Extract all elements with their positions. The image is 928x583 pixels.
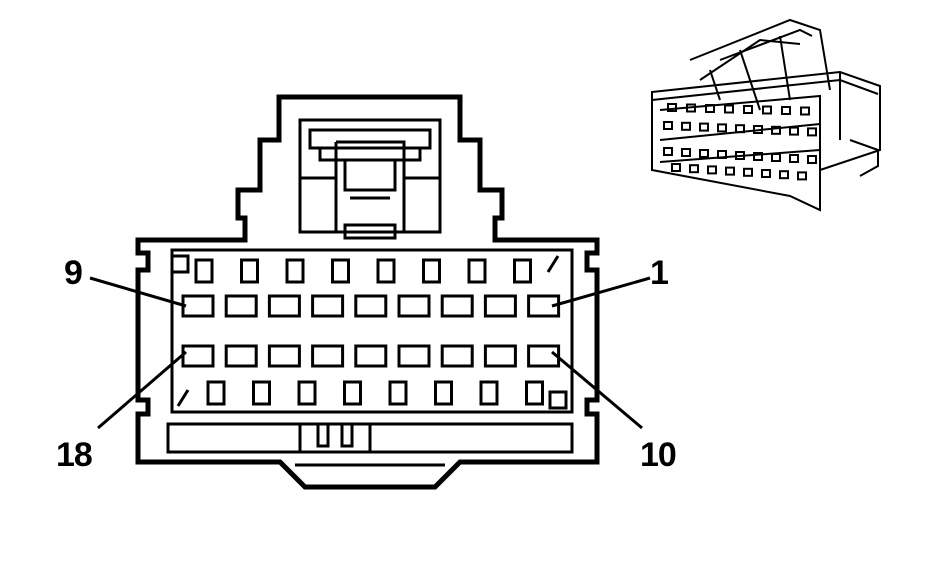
- pin-label-1: 1: [650, 254, 669, 292]
- lock-cavity: [388, 380, 408, 406]
- terminal-cavity: [354, 344, 388, 368]
- terminal-cavity: [354, 294, 388, 318]
- lower-terminal-row: [181, 344, 561, 368]
- connector-base-rib: [166, 422, 574, 467]
- terminal-cavity: [224, 294, 258, 318]
- iso-cavity: [717, 150, 727, 159]
- terminal-cavity: [440, 294, 474, 318]
- terminal-cavity: [311, 294, 345, 318]
- pin-label-18: 18: [56, 436, 93, 474]
- key-bottom-left: [176, 389, 190, 407]
- terminal-cavity: [311, 344, 345, 368]
- iso-cavity: [681, 148, 691, 157]
- leader-line-pin-9: [89, 276, 187, 308]
- lock-cavity: [240, 258, 259, 284]
- lock-cavity: [513, 258, 532, 284]
- iso-cavity: [800, 106, 810, 116]
- lock-cavity: [252, 380, 271, 406]
- terminal-cavity: [527, 294, 561, 318]
- lock-cavity: [343, 380, 362, 406]
- terminal-cavity: [267, 294, 301, 318]
- iso-cavity: [743, 105, 753, 114]
- iso-cavity: [663, 147, 673, 156]
- leader-line-pin-18: [97, 350, 187, 430]
- terminal-cavity: [483, 294, 517, 318]
- terminal-cavity: [440, 344, 474, 368]
- key-bottom-right: [548, 390, 568, 410]
- lock-cavity: [525, 380, 544, 406]
- iso-cavity: [753, 152, 763, 161]
- iso-cavity: [753, 125, 763, 134]
- leader-line-pin-10: [551, 350, 643, 430]
- iso-cavity: [807, 127, 817, 137]
- isometric-cavities: [663, 103, 817, 181]
- connector-housing-outline: [135, 94, 600, 490]
- iso-cavity: [699, 149, 709, 158]
- iso-cavity: [681, 121, 691, 131]
- lock-cavity: [434, 380, 453, 406]
- key-top-right: [546, 255, 560, 273]
- terminal-cavity: [267, 344, 301, 368]
- lock-cavity: [194, 258, 214, 284]
- bottom-lock-cavity-row: [206, 380, 544, 406]
- iso-cavity: [707, 165, 717, 175]
- iso-cavity: [686, 103, 696, 113]
- key-top-left: [170, 254, 190, 274]
- top-lock-cavity-row: [194, 258, 532, 284]
- lock-cavity: [376, 258, 396, 284]
- leader-line-pin-1: [551, 276, 651, 308]
- iso-cavity: [735, 151, 745, 160]
- lock-cavity: [331, 258, 350, 284]
- lock-cavity: [206, 380, 226, 406]
- pin-label-10: 10: [640, 436, 677, 474]
- iso-cavity: [671, 163, 681, 172]
- iso-cavity: [797, 171, 807, 181]
- iso-cavity: [724, 104, 734, 114]
- iso-cavity: [717, 123, 727, 133]
- iso-cavity: [781, 106, 791, 115]
- iso-cavity: [705, 104, 715, 113]
- iso-cavity: [743, 167, 753, 177]
- terminal-cavity: [397, 344, 431, 368]
- iso-cavity: [779, 170, 789, 180]
- upper-terminal-row: [181, 294, 561, 318]
- terminal-cavity: [483, 344, 517, 368]
- iso-cavity: [762, 105, 772, 115]
- iso-cavity: [789, 126, 799, 136]
- lock-cavity: [285, 258, 305, 284]
- terminal-cavity: [397, 294, 431, 318]
- iso-cavity: [771, 125, 781, 135]
- lock-cavity: [297, 380, 317, 406]
- latch-tab: [298, 118, 442, 240]
- lock-cavity: [467, 258, 487, 284]
- iso-cavity: [663, 121, 673, 130]
- terminal-cavity: [224, 344, 258, 368]
- iso-cavity: [789, 154, 799, 163]
- isometric-connector-body: [651, 18, 881, 212]
- iso-cavity: [735, 124, 745, 134]
- iso-cavity: [771, 153, 781, 162]
- iso-cavity: [699, 122, 709, 132]
- iso-cavity: [725, 166, 735, 176]
- lock-cavity: [479, 380, 499, 406]
- iso-cavity: [761, 169, 771, 178]
- iso-cavity: [667, 103, 677, 112]
- iso-cavity: [689, 164, 699, 174]
- pin-label-9: 9: [64, 254, 83, 292]
- lock-cavity: [422, 258, 441, 284]
- iso-cavity: [807, 155, 817, 164]
